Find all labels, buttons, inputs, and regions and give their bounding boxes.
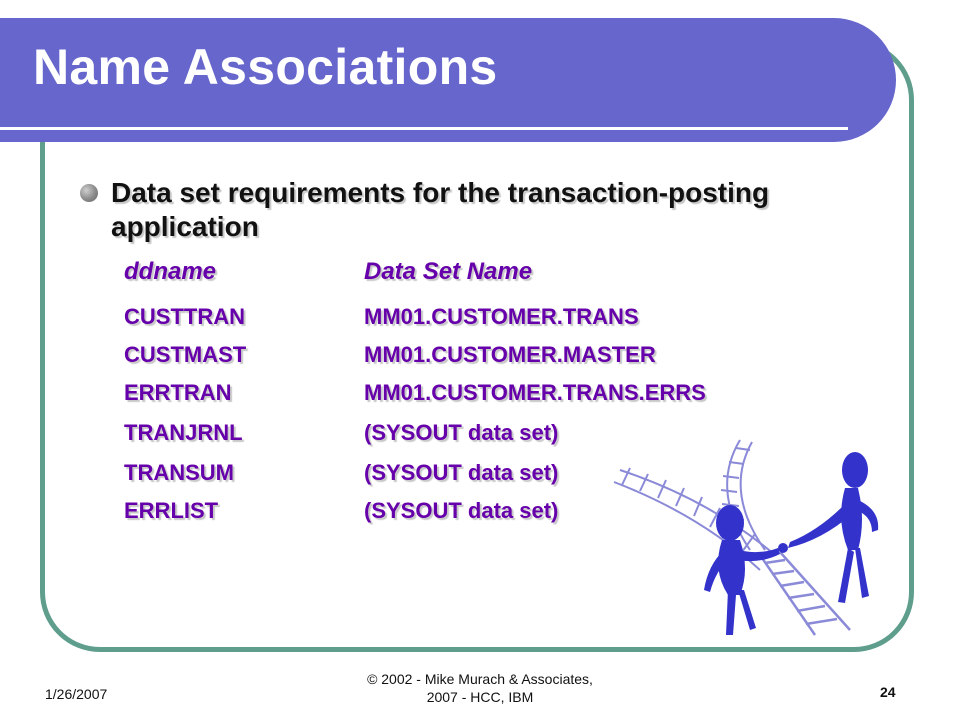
handshake-tracks-illustration [613, 439, 879, 636]
row-ddname: ERRTRAN [124, 380, 232, 405]
row-ddname: TRANJRNL [124, 420, 243, 445]
bullet-text: Data set requirements for the transactio… [111, 177, 770, 242]
person-figure-right [788, 452, 879, 603]
row-dsname: MM01.CUSTOMER.MASTER [364, 342, 656, 367]
footer-copyright: © 2002 - Mike Murach & Associates, 2007 … [340, 670, 620, 706]
row-dsname: (SYSOUT data set) [364, 460, 559, 485]
header-ddname: ddname [124, 258, 217, 285]
row-ddname: TRANSUM [124, 460, 234, 485]
row-ddname: ERRLIST [124, 498, 219, 523]
header-data-set-name: Data Set Name [364, 258, 533, 285]
row-dsname: (SYSOUT data set) [364, 498, 559, 523]
railroad-track-front [758, 551, 851, 636]
handshake-icon [778, 543, 788, 553]
row-dsname: MM01.CUSTOMER.TRANS [364, 304, 639, 329]
row-ddname: CUSTMAST [124, 342, 247, 367]
row-dsname: MM01.CUSTOMER.TRANS.ERRS [364, 380, 706, 405]
footer-copyright-line1: © 2002 - Mike Murach & Associates, [367, 671, 593, 687]
row-dsname: (SYSOUT data set) [364, 420, 559, 445]
footer-date: 1/26/2007 [45, 686, 108, 702]
bullet-dot-icon [80, 184, 98, 202]
slide-title: Name Associations [33, 39, 498, 95]
footer-copyright-line2: 2007 - HCC, IBM [426, 689, 534, 705]
person-figure-left [704, 505, 780, 635]
row-ddname: CUSTTRAN [124, 304, 245, 329]
title-underline [0, 127, 848, 130]
page-number: 24 [880, 684, 896, 700]
title-band [0, 18, 896, 142]
